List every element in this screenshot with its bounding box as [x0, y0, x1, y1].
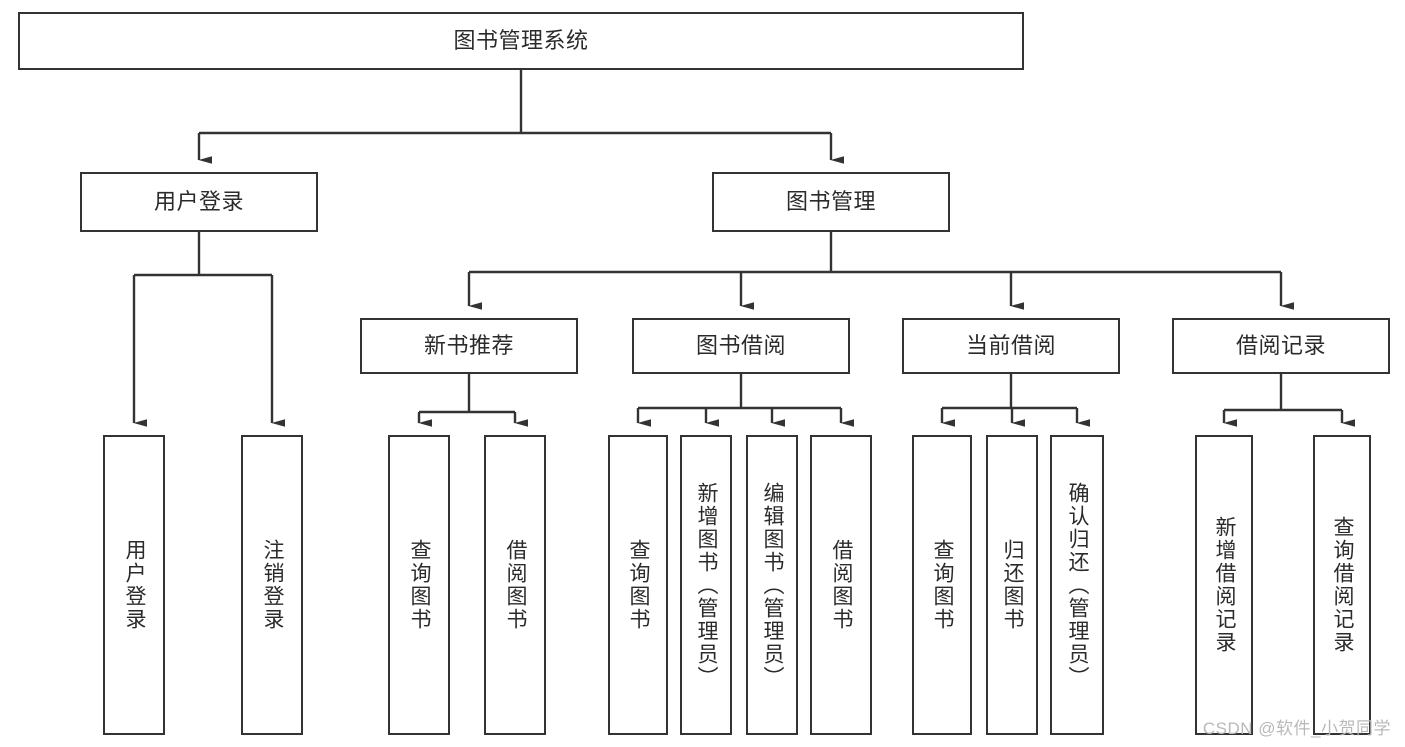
node-return-book-label: 归还图书	[1001, 539, 1025, 631]
node-book-manage[interactable]: 图书管理	[712, 172, 950, 232]
node-query-borrow-record[interactable]: 查询借阅记录	[1313, 435, 1371, 735]
node-new-book-recommend-label: 新书推荐	[423, 332, 514, 358]
node-add-book-admin[interactable]: 新增图书（管理员）	[680, 435, 732, 735]
node-query-book-rec[interactable]: 查询图书	[388, 435, 450, 735]
node-book-borrow-label: 图书借阅	[695, 332, 786, 358]
node-user-logout-label: 注销登录	[261, 539, 285, 631]
node-borrow-book[interactable]: 借阅图书	[810, 435, 872, 735]
node-add-borrow-record-label: 新增借阅记录	[1213, 516, 1237, 654]
node-root[interactable]: 图书管理系统	[18, 12, 1024, 70]
node-borrow-book-rec[interactable]: 借阅图书	[484, 435, 546, 735]
node-query-borrow-record-label: 查询借阅记录	[1331, 516, 1355, 654]
node-query-book-rec-label: 查询图书	[408, 539, 432, 631]
node-return-book[interactable]: 归还图书	[986, 435, 1038, 735]
node-borrow-record-label: 借阅记录	[1235, 332, 1326, 358]
node-user-login-do-label: 用户登录	[123, 539, 147, 631]
node-borrow-book-rec-label: 借阅图书	[504, 539, 528, 631]
node-query-book-borrow[interactable]: 查询图书	[608, 435, 668, 735]
node-user-login[interactable]: 用户登录	[80, 172, 318, 232]
node-user-login-label: 用户登录	[153, 188, 244, 214]
node-query-book-borrow-label: 查询图书	[627, 539, 651, 631]
node-current-borrow[interactable]: 当前借阅	[902, 318, 1120, 374]
node-add-borrow-record[interactable]: 新增借阅记录	[1195, 435, 1253, 735]
node-query-book-current-label: 查询图书	[931, 539, 955, 631]
node-borrow-book-label: 借阅图书	[830, 539, 854, 631]
node-book-manage-label: 图书管理	[785, 188, 876, 214]
node-query-book-current[interactable]: 查询图书	[912, 435, 972, 735]
node-add-book-admin-label: 新增图书（管理员）	[695, 481, 719, 689]
node-new-book-recommend[interactable]: 新书推荐	[360, 318, 578, 374]
node-confirm-return-admin-label: 确认归还（管理员）	[1066, 481, 1090, 689]
watermark: CSDN @软件_小贺同学	[1202, 719, 1391, 738]
node-book-borrow[interactable]: 图书借阅	[632, 318, 850, 374]
node-user-logout[interactable]: 注销登录	[241, 435, 303, 735]
node-root-label: 图书管理系统	[453, 27, 589, 53]
node-confirm-return-admin[interactable]: 确认归还（管理员）	[1050, 435, 1104, 735]
node-user-login-do[interactable]: 用户登录	[103, 435, 165, 735]
node-current-borrow-label: 当前借阅	[965, 332, 1056, 358]
node-edit-book-admin-label: 编辑图书（管理员）	[761, 481, 785, 689]
node-borrow-record[interactable]: 借阅记录	[1172, 318, 1390, 374]
node-edit-book-admin[interactable]: 编辑图书（管理员）	[746, 435, 798, 735]
